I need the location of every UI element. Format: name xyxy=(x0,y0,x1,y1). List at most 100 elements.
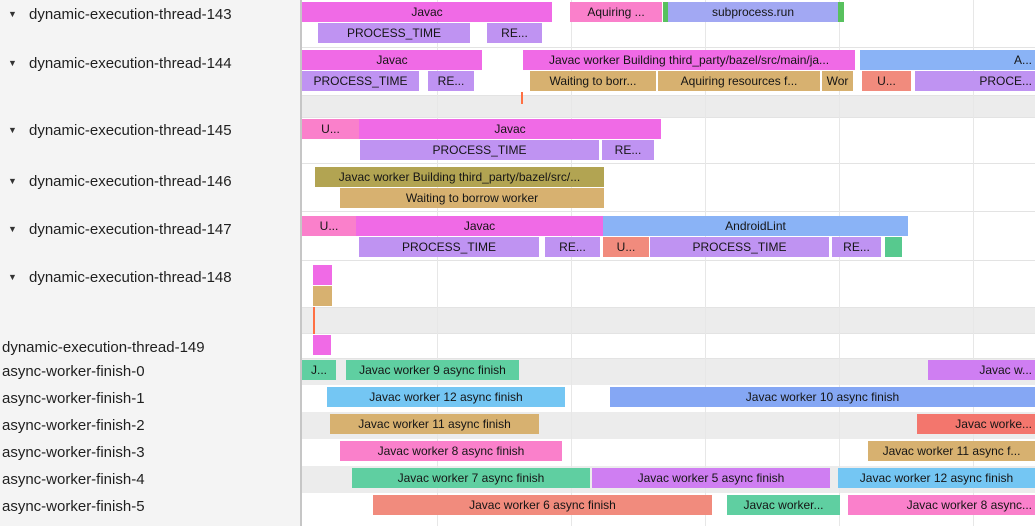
expander-down-icon[interactable]: ▼ xyxy=(8,125,17,135)
gridline xyxy=(705,0,706,526)
timeline-slice[interactable]: AndroidLint xyxy=(603,216,908,236)
instant-marker[interactable] xyxy=(313,307,315,334)
track-name-label: async-worker-finish-1 xyxy=(2,389,145,407)
timeline-slice[interactable]: Javac xyxy=(302,50,482,70)
instant-marker[interactable] xyxy=(521,92,523,104)
expander-down-icon[interactable]: ▼ xyxy=(8,9,17,19)
timeline-slice[interactable]: Javac worker 12 async finish xyxy=(327,387,565,407)
timeline-slice[interactable]: Javac worke... xyxy=(917,414,1035,434)
timeline-slice[interactable]: Javac worker... xyxy=(727,495,840,515)
sidebar-track-row[interactable]: async-worker-finish-4 xyxy=(0,470,145,488)
timeline-slice[interactable]: Waiting to borrow worker xyxy=(340,188,604,208)
timeline-slice[interactable]: U... xyxy=(302,119,359,139)
panel-divider[interactable] xyxy=(300,0,302,526)
timeline-slice[interactable]: Javac worker 6 async finish xyxy=(373,495,712,515)
expander-down-icon[interactable]: ▼ xyxy=(8,272,17,282)
timeline-slice[interactable]: Javac worker 9 async finish xyxy=(346,360,519,380)
gridline xyxy=(973,0,974,526)
track-separator xyxy=(302,211,1035,212)
track-name-label: async-worker-finish-2 xyxy=(2,416,145,434)
track-name-label: dynamic-execution-thread-146 xyxy=(29,172,232,190)
timeline-slice[interactable]: Javac xyxy=(356,216,603,236)
timeline-slice[interactable]: Javac xyxy=(359,119,661,139)
track-name-label: dynamic-execution-thread-148 xyxy=(29,268,232,286)
timeline-slice[interactable]: Wor xyxy=(822,71,853,91)
gridline xyxy=(571,0,572,526)
sidebar-track-row[interactable]: async-worker-finish-1 xyxy=(0,389,145,407)
sidebar-track-row[interactable]: async-worker-finish-5 xyxy=(0,497,145,515)
sidebar-track-row[interactable]: async-worker-finish-0 xyxy=(0,362,145,380)
timeline-slice[interactable] xyxy=(885,237,902,257)
sidebar-track-row[interactable]: async-worker-finish-2 xyxy=(0,416,145,434)
timeline-slice[interactable]: Javac worker 12 async finish xyxy=(838,468,1035,488)
timeline-slice[interactable]: PROCESS_TIME xyxy=(302,71,419,91)
track-background-band xyxy=(302,307,1035,333)
timeline-slice[interactable]: Javac worker 8 async finish xyxy=(340,441,562,461)
track-separator xyxy=(302,95,1035,96)
timeline-slice[interactable]: J... xyxy=(302,360,336,380)
timeline-slice[interactable]: Javac worker 11 async finish xyxy=(330,414,539,434)
timeline-slice[interactable]: RE... xyxy=(832,237,881,257)
timeline-slice[interactable]: PROCESS_TIME xyxy=(650,237,829,257)
timeline-slice[interactable]: Javac worker 7 async finish xyxy=(352,468,590,488)
timeline-slice[interactable] xyxy=(313,335,331,355)
timeline-slice[interactable]: U... xyxy=(862,71,911,91)
track-background-band xyxy=(302,95,1035,117)
timeline-slice[interactable]: PROCESS_TIME xyxy=(359,237,539,257)
track-name-label: dynamic-execution-thread-147 xyxy=(29,220,232,238)
timeline-slice[interactable]: RE... xyxy=(545,237,600,257)
sidebar-track-row[interactable]: dynamic-execution-thread-149 xyxy=(0,338,205,356)
track-name-label: async-worker-finish-5 xyxy=(2,497,145,515)
timeline-slice[interactable]: Javac worker Building third_party/bazel/… xyxy=(315,167,604,187)
track-separator xyxy=(302,260,1035,261)
timeline-slice[interactable]: U... xyxy=(302,216,356,236)
timeline-slice[interactable] xyxy=(838,2,844,22)
track-separator xyxy=(302,358,1035,359)
timeline-slice[interactable]: Waiting to borr... xyxy=(530,71,656,91)
timeline-slice[interactable] xyxy=(663,2,669,22)
timeline-slice[interactable]: Javac w... xyxy=(928,360,1035,380)
timeline-slice[interactable] xyxy=(313,265,332,285)
sidebar-track-row[interactable]: async-worker-finish-3 xyxy=(0,443,145,461)
timeline-slice[interactable]: Javac xyxy=(302,2,552,22)
timeline-slice[interactable]: U... xyxy=(603,237,649,257)
track-name-label: dynamic-execution-thread-143 xyxy=(29,5,232,23)
track-name-panel: ▼ dynamic-execution-thread-143 ▼ dynamic-ex… xyxy=(0,0,300,526)
expander-down-icon[interactable]: ▼ xyxy=(8,58,17,68)
track-separator xyxy=(302,47,1035,48)
sidebar-track-row[interactable]: ▼ dynamic-execution-thread-148 xyxy=(0,268,232,286)
timeline-slice[interactable]: Javac worker 11 async f... xyxy=(868,441,1035,461)
gridline xyxy=(437,0,438,526)
sidebar-track-row[interactable]: ▼ dynamic-execution-thread-143 xyxy=(0,5,232,23)
gridline xyxy=(839,0,840,526)
timeline-slice[interactable] xyxy=(313,286,332,306)
sidebar-track-row[interactable]: ▼ dynamic-execution-thread-146 xyxy=(0,172,232,190)
timeline-slice[interactable]: subprocess.run xyxy=(668,2,838,22)
timeline-slice[interactable]: PROCESS_TIME xyxy=(318,23,470,43)
track-separator xyxy=(302,117,1035,118)
sidebar-track-row[interactable]: ▼ dynamic-execution-thread-147 xyxy=(0,220,232,238)
timeline-slice[interactable]: Javac worker 5 async finish xyxy=(592,468,830,488)
timeline-slice[interactable]: Aquiring resources f... xyxy=(658,71,820,91)
track-name-label: async-worker-finish-4 xyxy=(2,470,145,488)
expander-down-icon[interactable]: ▼ xyxy=(8,176,17,186)
track-separator xyxy=(302,163,1035,164)
timeline-slice[interactable]: RE... xyxy=(602,140,654,160)
timeline-slice[interactable]: A... xyxy=(860,50,1035,70)
track-name-label: dynamic-execution-thread-144 xyxy=(29,54,232,72)
timeline-slice[interactable]: Aquiring ... xyxy=(570,2,662,22)
timeline-slice[interactable]: RE... xyxy=(428,71,474,91)
track-name-label: dynamic-execution-thread-145 xyxy=(29,121,232,139)
timeline-slice[interactable]: Javac worker 10 async finish xyxy=(610,387,1035,407)
timeline-slice[interactable]: Javac worker 8 async... xyxy=(848,495,1035,515)
timeline-slice[interactable]: Javac worker Building third_party/bazel/… xyxy=(523,50,855,70)
expander-down-icon[interactable]: ▼ xyxy=(8,224,17,234)
timeline-slice[interactable]: PROCE... xyxy=(915,71,1035,91)
timeline-slice[interactable]: RE... xyxy=(487,23,542,43)
track-separator xyxy=(302,307,1035,308)
sidebar-track-row[interactable]: ▼ dynamic-execution-thread-145 xyxy=(0,121,232,139)
sidebar-track-row[interactable]: ▼ dynamic-execution-thread-144 xyxy=(0,54,232,72)
timeline-slice[interactable]: PROCESS_TIME xyxy=(360,140,599,160)
